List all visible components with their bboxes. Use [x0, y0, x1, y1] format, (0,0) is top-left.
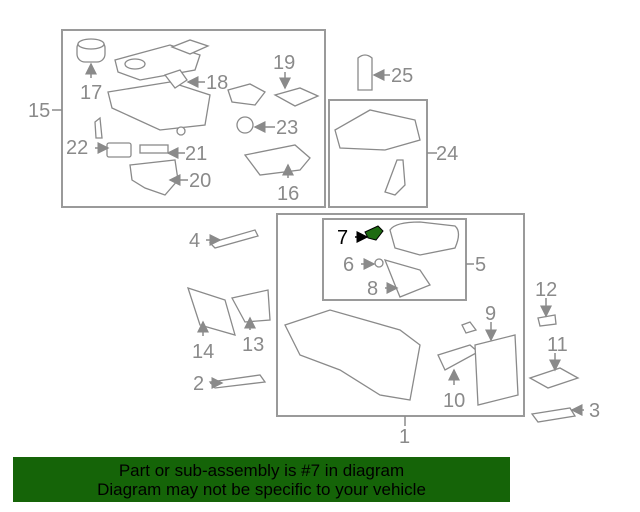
- callout-3[interactable]: 3: [589, 400, 600, 422]
- callout-18[interactable]: 18: [206, 72, 228, 94]
- callout-20[interactable]: 20: [189, 170, 211, 192]
- callout-5[interactable]: 5: [475, 254, 486, 276]
- part-2[interactable]: [208, 374, 267, 389]
- part-shift-panel[interactable]: [107, 81, 211, 131]
- callout-6[interactable]: 6: [343, 254, 354, 276]
- callout-14[interactable]: 14: [192, 341, 214, 363]
- part-11[interactable]: [528, 367, 580, 389]
- part-12[interactable]: [537, 314, 557, 327]
- part-7-highlighted[interactable]: [364, 225, 384, 241]
- callout-7-highlighted[interactable]: 7: [337, 227, 348, 249]
- part-info-banner: Part or sub-assembly is #7 in diagram Di…: [13, 457, 510, 502]
- part-24-cable[interactable]: [384, 159, 406, 196]
- part-switch[interactable]: [227, 83, 266, 106]
- part-8-hinge[interactable]: [383, 259, 431, 298]
- part-console-body[interactable]: [284, 309, 421, 401]
- callout-23[interactable]: 23: [276, 117, 298, 139]
- banner-line-2: Diagram may not be specific to your vehi…: [97, 480, 426, 499]
- part-9[interactable]: [474, 334, 519, 406]
- part-22a[interactable]: [94, 116, 103, 139]
- part-19[interactable]: [273, 87, 320, 107]
- part-4[interactable]: [208, 229, 259, 249]
- part-25-shift-knob[interactable]: [357, 54, 373, 91]
- part-23[interactable]: [236, 116, 254, 134]
- callout-11[interactable]: 11: [547, 334, 568, 356]
- part-small[interactable]: [461, 321, 478, 334]
- callout-12[interactable]: 12: [535, 279, 557, 301]
- part-24-shifter[interactable]: [334, 109, 421, 151]
- callout-22[interactable]: 22: [66, 137, 88, 159]
- callout-9[interactable]: 9: [485, 303, 496, 325]
- callout-4[interactable]: 4: [189, 230, 200, 252]
- callout-16[interactable]: 16: [277, 183, 299, 205]
- group-box-15: [61, 29, 326, 208]
- callout-15[interactable]: 15: [28, 100, 50, 122]
- part-6-bolt[interactable]: [374, 258, 384, 268]
- group-box-1: [276, 213, 525, 417]
- callout-10[interactable]: 10: [443, 390, 465, 412]
- part-clip[interactable]: [176, 126, 186, 136]
- callout-19[interactable]: 19: [273, 52, 295, 74]
- callout-24[interactable]: 24: [436, 143, 458, 165]
- part-14[interactable]: [186, 286, 236, 336]
- callout-13[interactable]: 13: [242, 334, 264, 356]
- part-mat[interactable]: [170, 39, 210, 55]
- part-17-cup-holder[interactable]: [76, 38, 106, 63]
- callout-8[interactable]: 8: [367, 278, 378, 300]
- callout-1[interactable]: 1: [399, 426, 410, 448]
- part-13[interactable]: [231, 289, 271, 323]
- part-armrest-lid[interactable]: [389, 221, 460, 256]
- callout-17[interactable]: 17: [80, 82, 102, 104]
- callout-2[interactable]: 2: [193, 373, 204, 395]
- part-16[interactable]: [243, 144, 311, 176]
- callout-21[interactable]: 21: [185, 143, 207, 165]
- part-10[interactable]: [437, 344, 480, 371]
- part-22[interactable]: [106, 142, 132, 158]
- group-box-5: [322, 218, 467, 301]
- callout-25[interactable]: 25: [391, 65, 413, 87]
- part-20[interactable]: [129, 159, 179, 196]
- banner-line-1: Part or sub-assembly is #7 in diagram: [118, 461, 405, 480]
- part-21[interactable]: [139, 144, 169, 154]
- part-3[interactable]: [530, 407, 577, 423]
